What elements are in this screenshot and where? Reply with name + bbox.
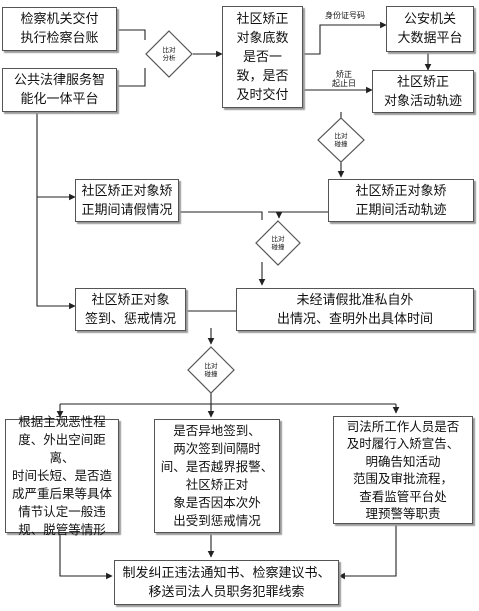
node-checkin-info: 社区矫正对象 签到、惩戒情况 [75,288,186,331]
node-leave-info: 社区矫正对象矫 正期间请假情况 [75,179,179,222]
node-police-platform: 公安机关 大数据平台 [386,6,474,52]
node-procuratorate: 检察机关交付 执行检察台账 [2,7,117,51]
edge-platform-d1 [117,68,146,87]
node-remote-checkin: 是否异地签到、 两次签到间隔时 间、是否越界报警、 社区矫正对 象是否因本次外 … [154,419,280,533]
edge-platform-checkin [36,103,76,310]
decision-compare-analyze: 比对 分析 [145,30,193,78]
node-activity-track: 社区矫正 对象活动轨迹 [372,70,474,113]
decision-compare-collide-3: 比对 碰撞 [187,346,235,394]
edge-procuratorate-d1 [117,29,146,40]
node-legal-platform: 公共法律服务智 能化一体平台 [2,68,117,112]
node-unapproved-exit: 未经请假批准私自外 出情况、查明外出具体时间 [236,288,474,331]
edge-judgement-final [59,532,113,580]
edge-leave-d3 [179,211,263,220]
node-final-output: 制发纠正违法通知书、检察建议书、 移送司法人员职务犯罪线索 [114,560,339,605]
edge-label-end-date: 矫正 起止日 [332,70,356,88]
node-period-track: 社区矫正对象矫 正期间活动轨迹 [328,179,474,222]
decision-compare-collide-1: 比对 碰撞 [317,117,365,163]
decision-compare-collide-2: 比对 碰撞 [255,220,301,266]
edge-staff-final [338,524,397,580]
node-judgement: 根据主观恶性程 度、外出空间距离、 时间长短、是否造 成严重后果等具体 情节认定… [5,414,119,537]
edge-count-police [303,21,387,55]
node-community-count: 社区矫正 对象底数 是否一 致，是否 及时交付 [222,6,303,108]
edge-label-id-number: 身份证号码 [325,11,365,20]
node-judicial-staff: 司法所工作人员是否 及时履行入矫宣告、 明确告知活动 范围及审批流程， 查看监管… [333,416,473,524]
